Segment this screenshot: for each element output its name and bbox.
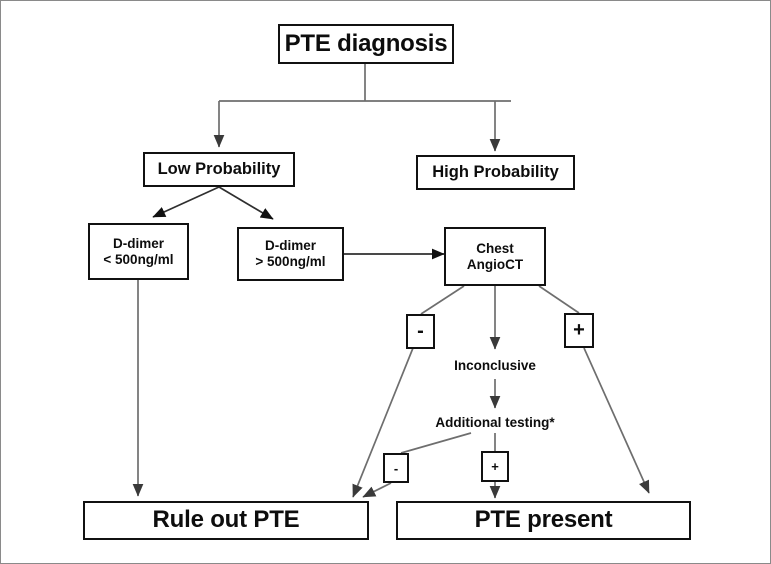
node-chest-angioct-line2: AngioCT bbox=[466, 256, 524, 272]
node-d-dimer-high-line1: D-dimer bbox=[264, 238, 316, 254]
node-chest-angioct-line1: Chest bbox=[476, 240, 514, 256]
node-pte-present-label: PTE present bbox=[474, 506, 613, 534]
node-d-dimer-high[interactable]: D-dimer > 500ng/ml bbox=[237, 227, 344, 281]
node-low-probability-label: Low Probability bbox=[157, 159, 281, 178]
node-pte-diagnosis[interactable]: PTE diagnosis bbox=[278, 24, 454, 64]
annotation-inconclusive-label: Inconclusive bbox=[454, 358, 536, 373]
marker-additional-negative-label: - bbox=[393, 460, 399, 476]
marker-additional-negative[interactable]: - bbox=[383, 453, 409, 483]
annotation-inconclusive: Inconclusive bbox=[435, 358, 555, 373]
node-high-probability[interactable]: High Probability bbox=[416, 155, 575, 190]
marker-additional-positive[interactable]: + bbox=[481, 451, 509, 482]
node-d-dimer-low-line1: D-dimer bbox=[112, 235, 164, 251]
annotation-additional-testing-label: Additional testing* bbox=[435, 415, 555, 430]
node-d-dimer-low[interactable]: D-dimer < 500ng/ml bbox=[88, 223, 189, 280]
annotation-additional-testing: Additional testing* bbox=[415, 415, 575, 430]
marker-ct-negative-label: - bbox=[417, 320, 424, 342]
marker-ct-positive[interactable]: + bbox=[564, 313, 594, 348]
marker-ct-negative[interactable]: - bbox=[406, 314, 435, 349]
node-rule-out-pte-label: Rule out PTE bbox=[152, 506, 300, 534]
node-pte-diagnosis-label: PTE diagnosis bbox=[284, 29, 448, 57]
node-low-probability[interactable]: Low Probability bbox=[143, 152, 295, 187]
marker-additional-positive-label: + bbox=[491, 459, 499, 474]
marker-ct-positive-label: + bbox=[573, 319, 585, 341]
node-d-dimer-low-line2: < 500ng/ml bbox=[103, 251, 174, 267]
node-high-probability-label: High Probability bbox=[432, 162, 559, 181]
node-pte-present[interactable]: PTE present bbox=[396, 501, 691, 540]
node-rule-out-pte[interactable]: Rule out PTE bbox=[83, 501, 369, 540]
node-d-dimer-high-line2: > 500ng/ml bbox=[255, 254, 326, 269]
node-chest-angioct[interactable]: Chest AngioCT bbox=[444, 227, 546, 286]
